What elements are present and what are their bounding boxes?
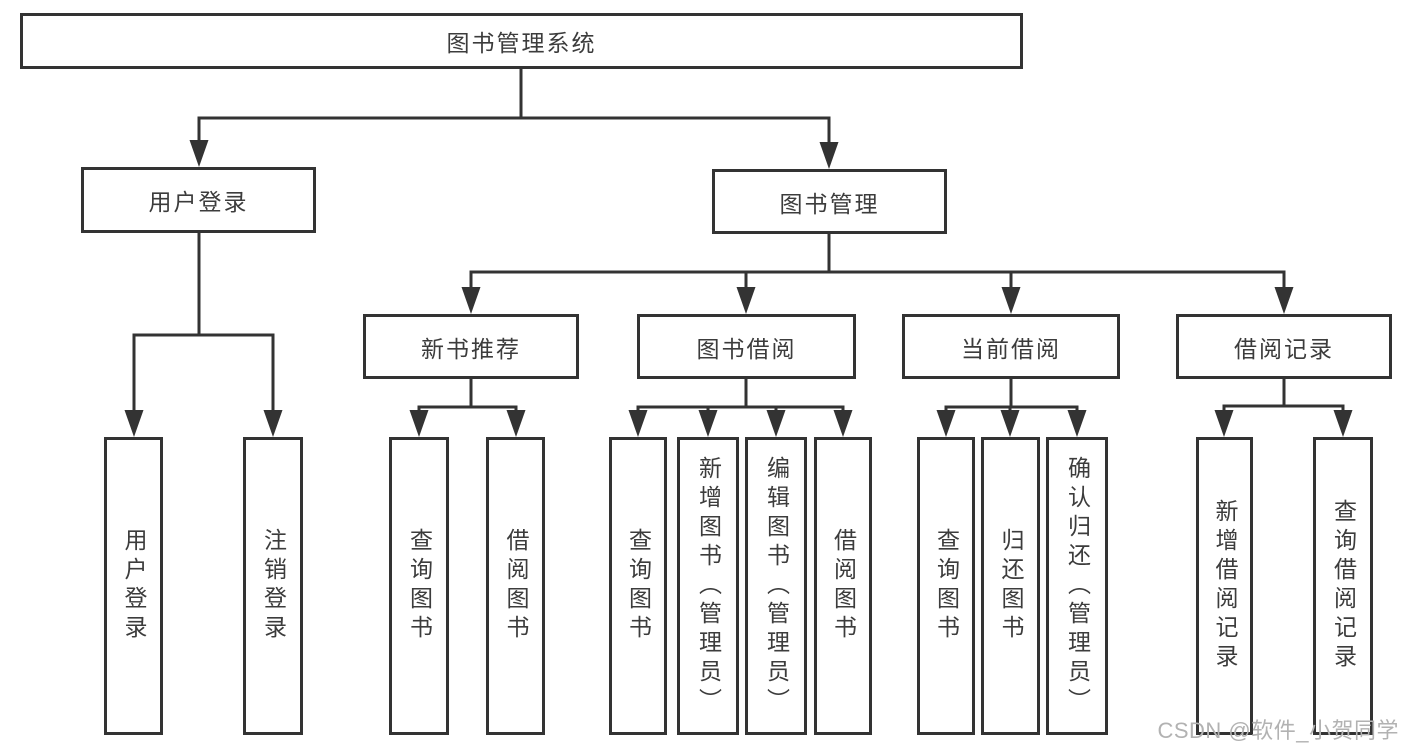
- node-leaf-label: 查询图书: [933, 528, 960, 644]
- node-leaf-label: 借阅图书: [830, 528, 857, 644]
- node-book-borrowing: 图书借阅: [637, 314, 856, 379]
- node-book-management-branch: 图书管理: [712, 169, 947, 234]
- node-leaf-query-books: 查询图书: [917, 437, 975, 735]
- node-leaf-borrow-books: 借阅图书: [486, 437, 545, 735]
- node-leaf-label: 查询借阅记录: [1330, 499, 1357, 673]
- node-leaf-query-borrow-record: 查询借阅记录: [1313, 437, 1373, 735]
- node-leaf-query-books: 查询图书: [609, 437, 667, 735]
- node-leaf-return-books: 归还图书: [981, 437, 1040, 735]
- node-leaf-label: 编辑图书（管理员）: [763, 455, 790, 717]
- node-leaf-user-login: 用户登录: [104, 437, 163, 735]
- node-leaf-label: 新增图书（管理员）: [695, 455, 722, 717]
- node-leaf-add-book-admin: 新增图书（管理员）: [677, 437, 739, 735]
- node-user-login-branch: 用户登录: [81, 167, 316, 233]
- node-current-borrowing: 当前借阅: [902, 314, 1120, 379]
- node-leaf-label: 查询图书: [625, 528, 652, 644]
- node-leaf-confirm-return-admin: 确认归还（管理员）: [1046, 437, 1108, 735]
- node-root-library-system: 图书管理系统: [20, 13, 1023, 69]
- node-leaf-query-books: 查询图书: [389, 437, 449, 735]
- node-leaf-label: 注销登录: [260, 528, 287, 644]
- node-leaf-label: 用户登录: [121, 528, 147, 644]
- node-leaf-label: 归还图书: [998, 528, 1024, 644]
- node-leaf-label: 查询图书: [406, 528, 433, 644]
- node-leaf-label: 借阅图书: [503, 528, 529, 644]
- csdn-watermark: CSDN @软件_小贺同学: [1157, 718, 1399, 743]
- node-leaf-logout: 注销登录: [243, 437, 303, 735]
- node-leaf-edit-book-admin: 编辑图书（管理员）: [745, 437, 807, 735]
- node-leaf-add-borrow-record: 新增借阅记录: [1196, 437, 1253, 735]
- node-leaf-borrow-books: 借阅图书: [814, 437, 872, 735]
- node-borrowing-records: 借阅记录: [1176, 314, 1392, 379]
- node-leaf-label: 新增借阅记录: [1212, 499, 1238, 673]
- node-new-book-recommend: 新书推荐: [363, 314, 579, 379]
- node-leaf-label: 确认归还（管理员）: [1064, 455, 1091, 717]
